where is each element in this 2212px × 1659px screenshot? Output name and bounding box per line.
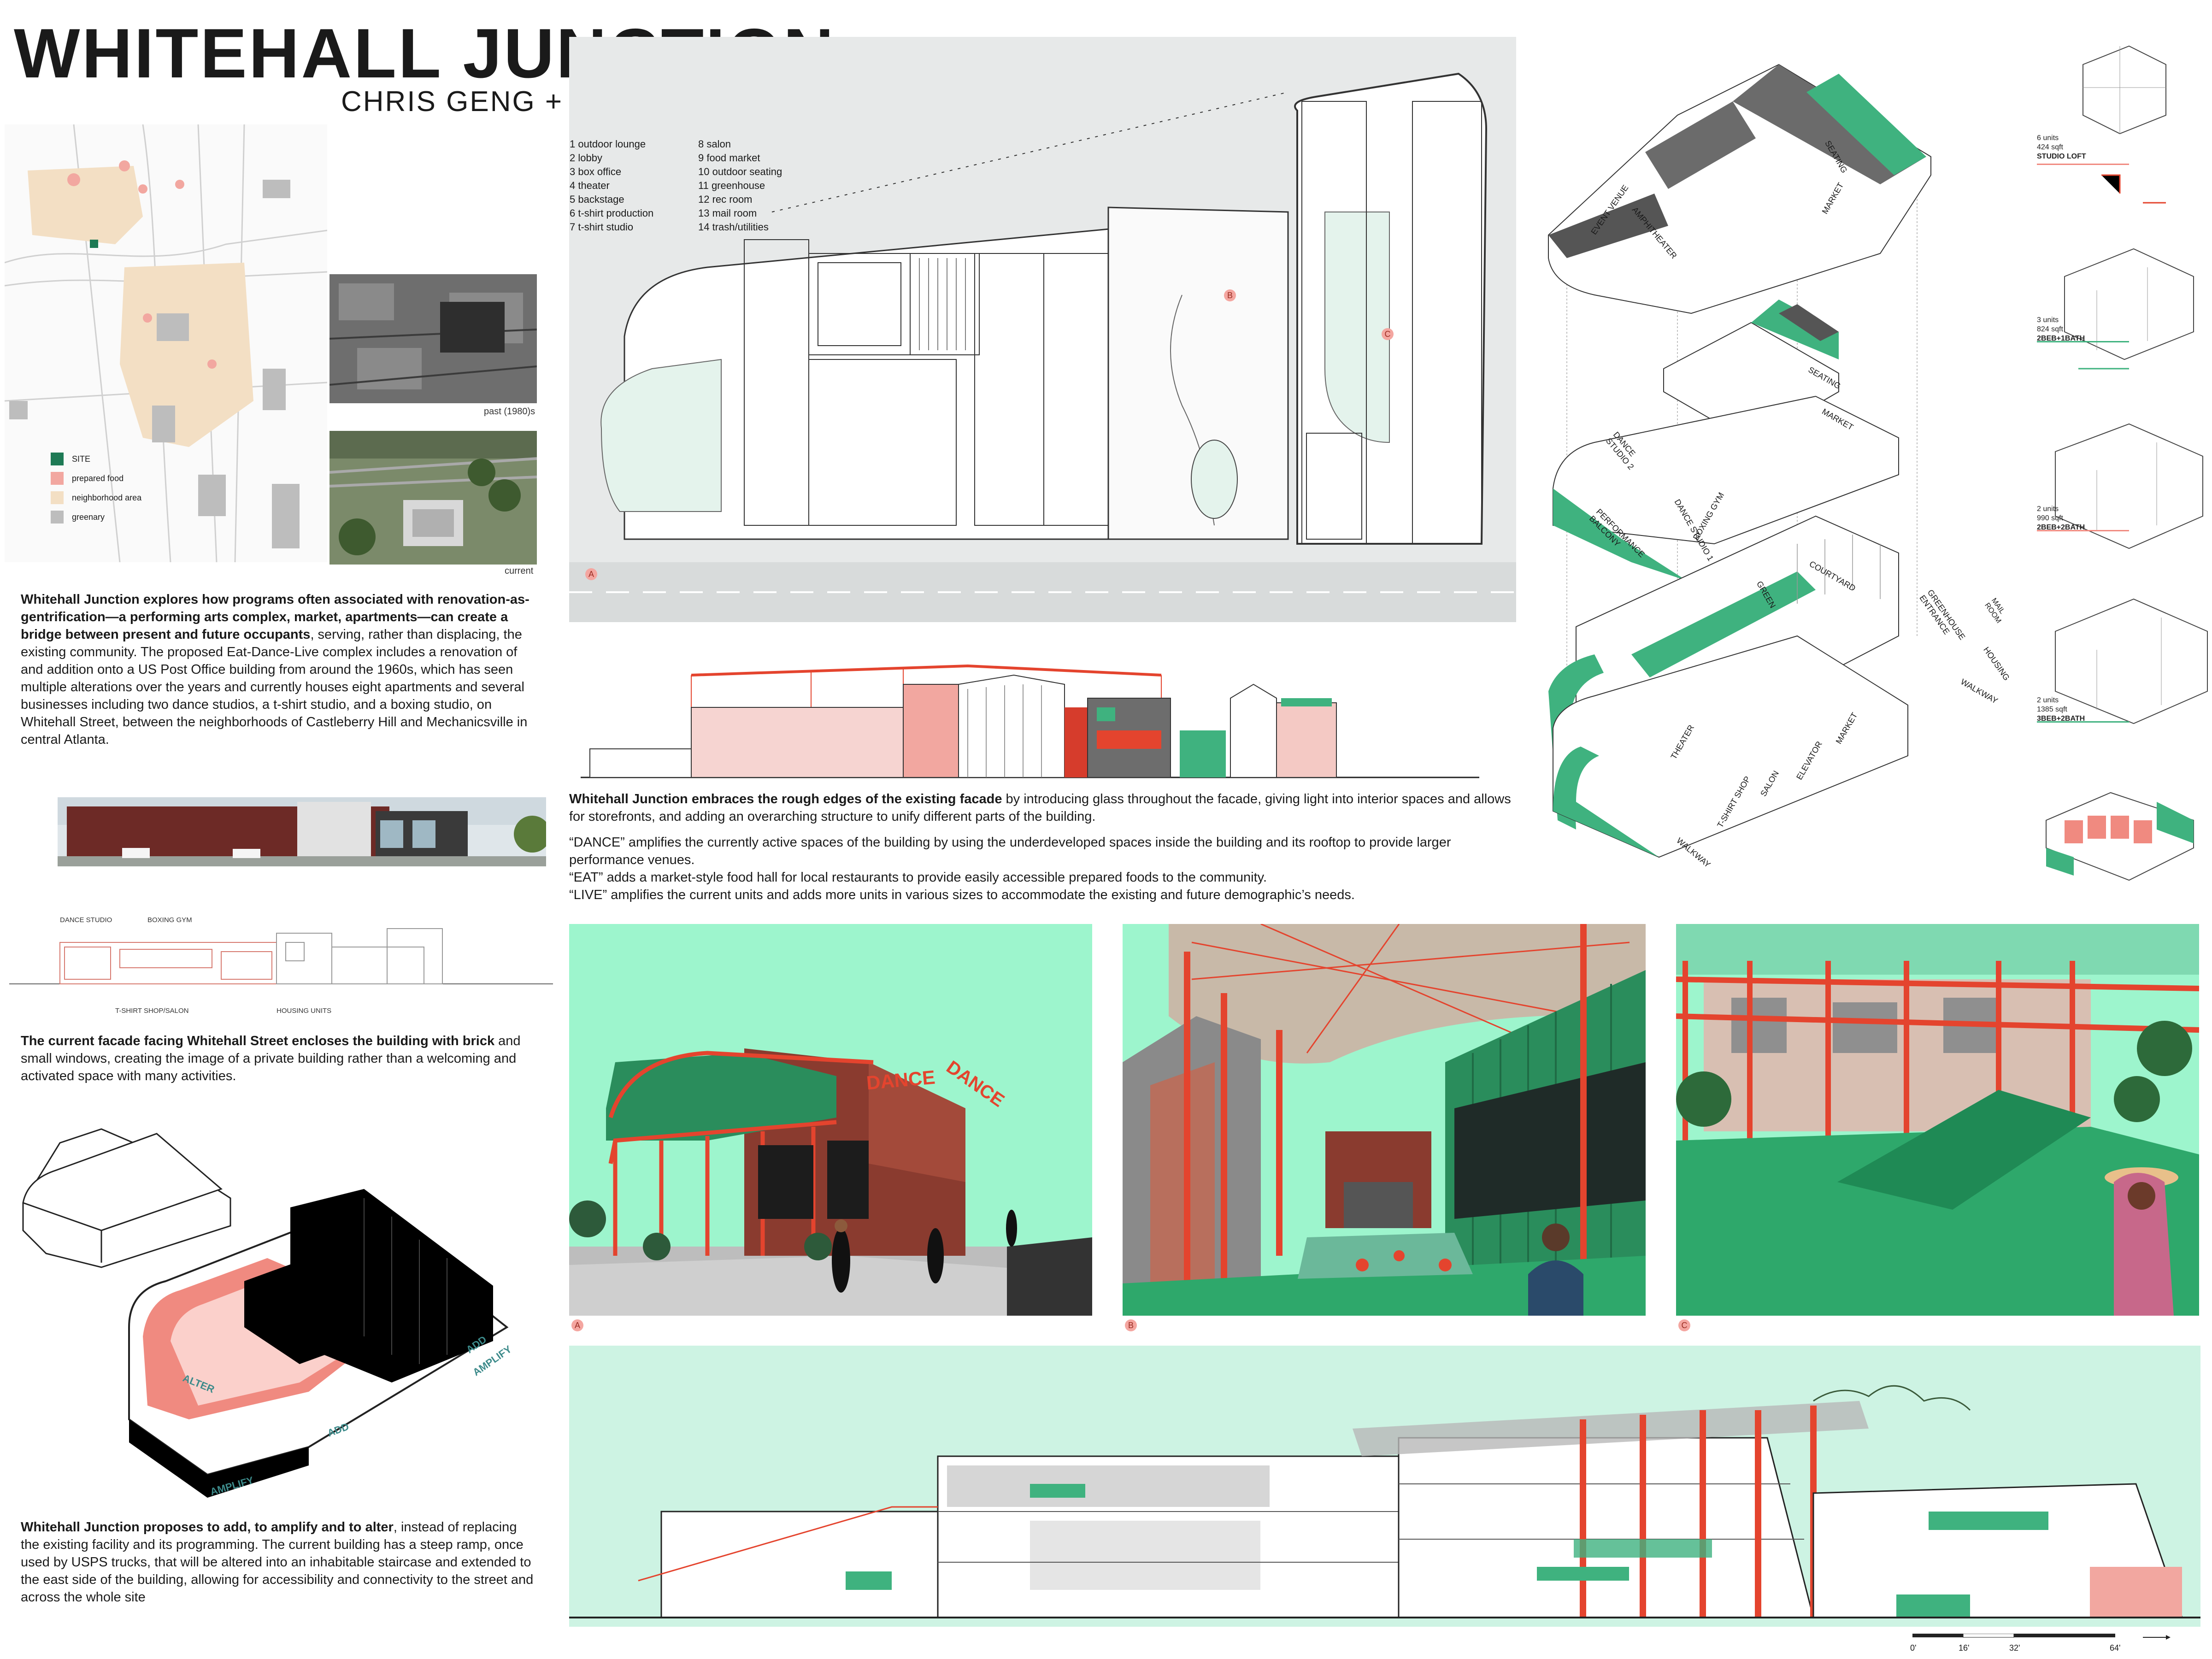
legend-neighborhood: neighborhood area: [51, 491, 141, 504]
photo-past-label: past (1980)s: [484, 406, 535, 417]
unit-2-line: [2037, 341, 2129, 342]
unit-count: 2 units: [2037, 696, 2059, 704]
plan-marker-b: B: [1224, 289, 1236, 301]
intro-rest: , serving, rather than displacing, the e…: [21, 627, 528, 747]
site-map: SITE prepared food neighborhood area gre…: [5, 124, 327, 562]
eat-text: “EAT” adds a market-style food hall for …: [569, 870, 1267, 885]
legend-site-swatch: [51, 453, 64, 465]
unit-count: 2 units: [2037, 505, 2059, 513]
program-item: 6 t-shirt production: [570, 207, 654, 219]
unit-1-line: [2037, 164, 2129, 165]
label-tshirt-salon: T-SHIRT SHOP/SALON: [115, 1007, 189, 1015]
proposed-elevation: [581, 657, 1479, 786]
program-item: 5 backstage: [570, 194, 624, 205]
strategy-axon-diagram: [115, 1189, 530, 1502]
unit-2-label: 3 units 824 sqft 2BEB+1BATH: [2037, 316, 2085, 343]
plan-marker-a: A: [585, 568, 597, 580]
legend-label: neighborhood area: [72, 493, 142, 502]
plan-program-list-left: 1 outdoor lounge 2 lobby 3 box office 4 …: [570, 137, 694, 234]
legend-neighborhood-swatch: [51, 491, 64, 504]
unit-type: 2BEB+2BATH: [2037, 524, 2085, 531]
unit-types: [2028, 37, 2212, 894]
legend-food-swatch: [51, 472, 64, 485]
unit-3-line: [2037, 530, 2129, 531]
program-item: 7 t-shirt studio: [570, 221, 634, 233]
label-boxing-gym: BOXING GYM: [147, 916, 192, 924]
proposes-text: Whitehall Junction proposes to add, to a…: [21, 1518, 537, 1606]
unit-type: 3BEB+2BATH: [2037, 715, 2085, 723]
program-item: 12 rec room: [698, 194, 753, 205]
unit-area: 990 sqft: [2037, 514, 2063, 522]
scale-mark-32: 32': [2009, 1643, 2020, 1653]
scale-bar: [1912, 1633, 2120, 1643]
scale-mark-16: 16': [1959, 1643, 1970, 1653]
render-a: [569, 924, 1092, 1316]
photo-current-label: current: [505, 566, 534, 576]
current-facade-bold: The current facade facing Whitehall Stre…: [21, 1034, 495, 1048]
label-dance-studio: DANCE STUDIO: [60, 916, 112, 924]
map-legend: SITE prepared food neighborhood area gre…: [51, 453, 141, 530]
plan-marker-c: C: [1382, 328, 1394, 340]
elevation-bold: Whitehall Junction embraces the rough ed…: [569, 792, 1002, 806]
program-item: 2 lobby: [570, 152, 602, 164]
render-c: [1676, 924, 2199, 1316]
legend-label: prepared food: [72, 473, 124, 483]
long-section: [569, 1346, 2200, 1627]
unit-area: 1385 sqft: [2037, 706, 2067, 713]
unit-4-line: [2037, 721, 2129, 723]
unit-area: 424 sqft: [2037, 143, 2063, 151]
proposes-bold: Whitehall Junction proposes to add, to a…: [21, 1520, 394, 1535]
unit-count: 6 units: [2037, 134, 2059, 142]
program-item: 11 greenhouse: [698, 180, 765, 191]
unit-4-label: 2 units 1385 sqft 3BEB+2BATH: [2037, 696, 2085, 724]
program-item: 13 mail room: [698, 207, 757, 219]
elevation-rest: by introducing glass throughout the faca…: [569, 792, 1511, 824]
plan-program-list-right: 8 salon 9 food market 10 outdoor seating…: [698, 137, 818, 234]
render-b: [1123, 924, 1646, 1316]
scale-mark-64: 64': [2110, 1643, 2121, 1653]
current-facade-rest: and small windows, creating the image of…: [21, 1034, 521, 1083]
proposes-rest: , instead of replacing the existing faci…: [21, 1520, 534, 1605]
current-facade-text: The current facade facing Whitehall Stre…: [21, 1032, 537, 1085]
intro-text: Whitehall Junction explores how programs…: [21, 591, 537, 748]
elevation-text: Whitehall Junction embraces the rough ed…: [569, 790, 1514, 904]
north-arrow-icon: [2143, 1634, 2171, 1641]
legend-greenary-swatch: [51, 511, 64, 524]
program-item: 1 outdoor lounge: [570, 138, 646, 150]
render-c-label: C: [1678, 1319, 1690, 1331]
floor-plan: [569, 37, 1516, 622]
unit-3-label: 2 units 990 sqft 2BEB+2BATH: [2037, 505, 2085, 532]
unit-area: 824 sqft: [2037, 325, 2063, 333]
program-item: 8 salon: [698, 138, 731, 150]
program-item: 14 trash/utilities: [698, 221, 769, 233]
aerial-photo-past: [329, 274, 537, 403]
unit-type: 2BEB+1BATH: [2037, 335, 2085, 342]
elevation-intro: Whitehall Junction embraces the rough ed…: [569, 790, 1514, 825]
label-housing-units: HOUSING UNITS: [276, 1007, 332, 1015]
unit-count: 3 units: [2037, 316, 2059, 324]
legend-site: SITE: [51, 453, 141, 465]
facade-photo: [58, 797, 546, 866]
dance-text: “DANCE” amplifies the currently active s…: [569, 835, 1451, 867]
existing-axon-diagram: [18, 1124, 240, 1272]
label-market: MARKET: [325, 1399, 348, 1405]
program-item: 9 food market: [698, 152, 760, 164]
program-item: 4 theater: [570, 180, 610, 191]
program-item: 3 box office: [570, 166, 622, 177]
scale-mark-0: 0': [1910, 1643, 1917, 1653]
legend-label: SITE: [72, 454, 91, 464]
legend-greenary: greenary: [51, 511, 141, 524]
program-item: 10 outdoor seating: [698, 166, 782, 177]
unit-type: STUDIO LOFT: [2037, 153, 2086, 160]
aerial-photo-current: [329, 431, 537, 565]
legend-label: greenary: [72, 512, 105, 522]
unit-1-label: 6 units 424 sqft STUDIO LOFT: [2037, 134, 2086, 161]
legend-prepared-food: prepared food: [51, 472, 141, 485]
existing-facade-elevation: [9, 915, 553, 993]
render-a-label: A: [571, 1319, 583, 1331]
live-text: “LIVE” amplifies the current units and a…: [569, 888, 1355, 902]
exploded-axon: [1539, 37, 2023, 880]
render-b-label: B: [1125, 1319, 1137, 1331]
intro-bold: Whitehall Junction explores how programs…: [21, 592, 529, 642]
